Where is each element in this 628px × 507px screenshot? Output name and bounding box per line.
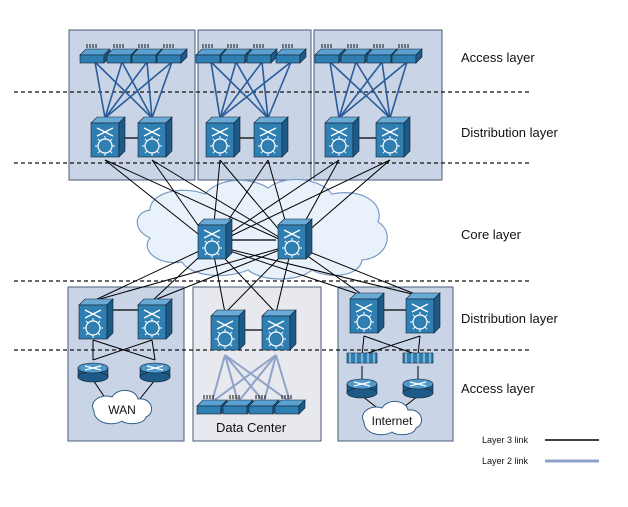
- internet-cloud-icon: Internet: [362, 401, 423, 436]
- distribution-layer-top-label: Distribution layer: [461, 125, 558, 140]
- router-icon: [402, 378, 434, 399]
- layer2-link: [94, 61, 153, 119]
- layer2-link: [338, 61, 408, 119]
- multilayer-switch-icon: [137, 116, 173, 158]
- layer2-link: [210, 61, 269, 119]
- access-switch-icon: [391, 44, 423, 64]
- layer2-link: [224, 354, 291, 403]
- multilayer-switch-icon: [324, 116, 360, 158]
- layer2-link: [104, 61, 173, 119]
- access-switch-icon: [275, 44, 307, 64]
- router-icon: [346, 378, 378, 399]
- layer2-link: [104, 61, 148, 119]
- layer3-link: [363, 335, 419, 356]
- layer3-link: [211, 159, 391, 246]
- multilayer-switch-icon: [375, 116, 411, 158]
- wan-cloud-icon: WAN: [92, 390, 153, 425]
- layer3-link: [211, 159, 340, 246]
- multilayer-switch-icon: [210, 309, 246, 351]
- layer3-link: [361, 335, 365, 356]
- firewall-icon: [346, 352, 378, 364]
- data-center-block: [192, 286, 322, 442]
- layer2-link: [389, 61, 408, 119]
- layer2-link: [146, 61, 153, 119]
- layer3-link: [417, 335, 421, 356]
- layer2-link: [381, 61, 391, 119]
- multilayer-switch-icon: [137, 298, 173, 340]
- access-layer-bottom-label: Access layer: [461, 381, 535, 396]
- internet-cloud-icon-label: Internet: [372, 414, 413, 428]
- multilayer-switch-icon: [78, 298, 114, 340]
- layer2-link: [210, 61, 221, 119]
- multilayer-switch-icon: [277, 218, 313, 260]
- layer3-link: [291, 244, 421, 297]
- core-layer-label: Core layer: [461, 227, 521, 242]
- layer2-link: [338, 61, 383, 119]
- wan-cloud-icon-label: WAN: [108, 403, 136, 417]
- layer2-link: [219, 61, 263, 119]
- layer2-link: [338, 61, 357, 119]
- layer3-link: [151, 244, 293, 302]
- layer2-link: [224, 354, 265, 403]
- layer2-link: [261, 61, 269, 119]
- multilayer-switch-icon: [90, 116, 126, 158]
- layer2-link: [235, 61, 269, 119]
- layer2-link: [224, 354, 239, 403]
- layer2-link: [211, 354, 226, 403]
- layer3-link: [104, 159, 213, 246]
- access-switch-icon: [246, 44, 278, 64]
- distribution-layer-bottom-label: Distribution layer: [461, 311, 558, 326]
- layer3-link: [92, 244, 293, 302]
- firewall-icon: [402, 352, 434, 364]
- multilayer-switch-icon: [197, 218, 233, 260]
- layer3-link: [92, 339, 156, 361]
- layer2-link: [121, 61, 153, 119]
- layer2-link: [94, 61, 106, 119]
- layer2-link: [219, 61, 237, 119]
- layer2-link: [267, 61, 292, 119]
- layer2-link: [219, 61, 292, 119]
- router-icon: [139, 362, 171, 383]
- multilayer-switch-icon: [205, 116, 241, 158]
- layer2-link: [263, 354, 277, 403]
- layer2-link: [151, 61, 173, 119]
- multilayer-switch-icon: [253, 116, 289, 158]
- layer3-link: [211, 244, 421, 297]
- layer3-link: [151, 159, 293, 246]
- layer2-link: [104, 61, 123, 119]
- access-switch-icon: [340, 44, 372, 64]
- layer3-link: [151, 339, 156, 361]
- access-switch-icon: [156, 44, 188, 64]
- router-icon: [77, 362, 109, 383]
- legend-layer3-label: Layer 3 link: [482, 435, 529, 445]
- layer3-link: [211, 244, 365, 297]
- multilayer-switch-icon: [405, 292, 441, 334]
- data-center-label: Data Center: [216, 420, 287, 435]
- multilayer-switch-icon: [261, 309, 297, 351]
- layer2-link: [275, 354, 291, 403]
- layer2-link: [329, 61, 340, 119]
- access-layer-top-label: Access layer: [461, 50, 535, 65]
- layer3-link: [104, 159, 293, 246]
- legend-layer2-label: Layer 2 link: [482, 456, 529, 466]
- access-switch-icon: [274, 395, 306, 415]
- multilayer-switch-icon: [349, 292, 385, 334]
- layer3-link: [92, 244, 213, 302]
